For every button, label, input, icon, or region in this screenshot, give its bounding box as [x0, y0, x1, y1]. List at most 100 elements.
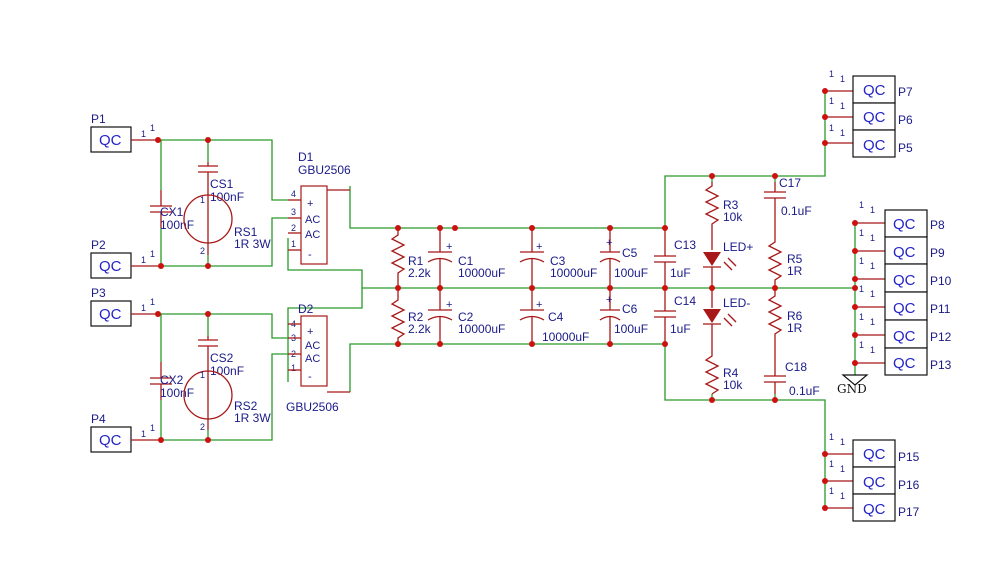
- svg-text:1: 1: [829, 432, 834, 442]
- junction-dot: [822, 451, 828, 457]
- connector-value: QC: [863, 82, 886, 99]
- connector-value: QC: [863, 501, 886, 518]
- svg-text:1: 1: [859, 284, 864, 294]
- part-label-c2: C2: [458, 310, 474, 324]
- junction-dot: [852, 360, 858, 366]
- svg-text:1: 1: [870, 345, 875, 355]
- capacitor-c13: C13 1uF: [654, 228, 696, 288]
- part-label-p11: P11: [930, 302, 951, 316]
- part-value-c3: 10000uF: [550, 266, 597, 280]
- part-value-rs2: 1R 3W: [234, 411, 271, 425]
- part-label-c13: C13: [674, 238, 696, 252]
- connector-value: QC: [893, 300, 916, 317]
- connector-value: QC: [893, 272, 916, 289]
- part-value-c2: 10000uF: [458, 322, 505, 336]
- part-value-d1: GBU2506: [298, 163, 351, 177]
- part-label-p6: P6: [898, 113, 913, 127]
- part-label-p2: P2: [91, 238, 106, 252]
- svg-text:1: 1: [840, 128, 845, 138]
- svg-text:1: 1: [840, 74, 845, 84]
- connector-p9: QC 1 1 P9: [855, 228, 945, 265]
- svg-text:-: -: [308, 249, 312, 261]
- connector-value: QC: [863, 109, 886, 126]
- part-label-d2: D2: [298, 302, 314, 316]
- part-value-c6: 100uF: [614, 322, 648, 336]
- wire-neg-rail: [349, 343, 665, 392]
- svg-text:-: -: [308, 371, 312, 383]
- junction-dot: [822, 114, 828, 120]
- connector-value: QC: [99, 258, 122, 275]
- junction-dot: [158, 437, 164, 443]
- svg-text:+: +: [536, 299, 542, 311]
- part-label-c17: C17: [779, 176, 801, 190]
- ground-label: GND: [837, 382, 867, 396]
- connector-p10: QC 1 1 P10: [855, 256, 952, 293]
- svg-text:+: +: [446, 241, 452, 253]
- part-value-r5: 1R: [787, 264, 803, 278]
- connector-p12: QC 1 1 P12: [855, 312, 952, 349]
- svg-text:AC: AC: [305, 340, 320, 352]
- connector-p11: QC 1 1 P11: [855, 284, 951, 321]
- junction-dot: [529, 225, 535, 231]
- connector-p4: QC P4 1 1: [90, 412, 158, 453]
- junction-dot: [852, 220, 858, 226]
- svg-text:+: +: [536, 241, 542, 253]
- part-value-r6: 1R: [787, 321, 803, 335]
- part-value-c13: 1uF: [670, 266, 691, 280]
- capacitor-c14: C14 1uF: [654, 288, 696, 344]
- resistor-r2: R2 2.2k: [390, 288, 432, 344]
- resistor-r6: R6 1R: [767, 288, 803, 360]
- part-label-r3: R3: [723, 198, 739, 212]
- part-value-r3: 10k: [723, 210, 743, 224]
- capacitor-c2: + C2 10000uF: [427, 288, 505, 344]
- junction-dot: [395, 225, 401, 231]
- connector-p13: QC 1 1 P13: [855, 340, 952, 376]
- wire-p2-d1: [158, 217, 288, 267]
- part-label-p8: P8: [930, 218, 945, 232]
- svg-text:1: 1: [829, 69, 834, 79]
- connector-p17: QC 1 1 P17: [825, 486, 920, 522]
- wire-pos-rail: [349, 186, 665, 229]
- junction-dot: [155, 137, 161, 143]
- capacitor-c4: + C4 10000uF: [519, 288, 589, 344]
- part-label-cx2: CX2: [160, 373, 184, 387]
- part-value-c1: 10000uF: [458, 266, 505, 280]
- junction-dot: [155, 311, 161, 317]
- junction-dot: [607, 285, 613, 291]
- wires: [158, 91, 856, 510]
- part-label-c6: C6: [622, 302, 638, 316]
- part-label-p4: P4: [91, 412, 106, 426]
- junction-dot: [822, 88, 828, 94]
- junction-dot: [772, 397, 778, 403]
- svg-text:1: 1: [859, 228, 864, 238]
- capacitor-cx2: CX2 100nF: [150, 362, 194, 400]
- part-label-r2: R2: [408, 310, 424, 324]
- connector-value: QC: [863, 446, 886, 463]
- part-value-cx1: 100nF: [160, 218, 194, 232]
- connector-p3: QC P3 1 1: [90, 286, 158, 327]
- part-value-c5: 100uF: [614, 266, 648, 280]
- connector-p15: QC 1 1 P15: [825, 432, 920, 468]
- connector-value: QC: [99, 432, 122, 449]
- connector-p2: QC P2 1 1: [90, 238, 158, 279]
- resistor-r1: R1 2.2k: [390, 228, 432, 288]
- svg-text:1: 1: [141, 129, 146, 139]
- led-plus: LED+: [703, 240, 753, 288]
- connector-value: QC: [863, 474, 886, 491]
- part-label-rs2: RS2: [234, 399, 258, 413]
- bridge-d1: D1 GBU2506 4 3 2 1 + AC AC -: [288, 150, 351, 265]
- part-label-p15: P15: [898, 450, 920, 464]
- connector-p8: QC 1 1 P8: [855, 200, 945, 238]
- bridge-d2: D2 GBU2506 4 3 2 1 + AC AC -: [286, 302, 350, 414]
- resistor-rs2: 1 2 RS2 1R 3W: [183, 356, 271, 432]
- svg-text:1: 1: [859, 200, 864, 210]
- part-label-r6: R6: [787, 309, 803, 323]
- capacitor-c6: + C6 100uF: [599, 288, 648, 344]
- part-label-p16: P16: [898, 478, 920, 492]
- svg-text:1: 1: [829, 96, 834, 106]
- part-value-cs1: 100nF: [210, 190, 244, 204]
- svg-text:1: 1: [870, 289, 875, 299]
- connector-p6: QC 1 1 P6: [825, 96, 913, 131]
- connector-value: QC: [893, 244, 916, 261]
